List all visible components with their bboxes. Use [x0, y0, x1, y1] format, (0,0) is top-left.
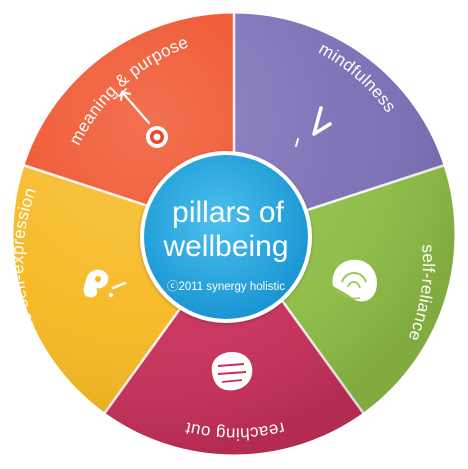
copyright-text: ⓒ2011 synergy holistic [167, 280, 285, 293]
handshake-icon [211, 352, 253, 391]
nautilus-shell-icon [332, 259, 378, 302]
stopwatch-hands-icon [295, 106, 332, 147]
center-title-line2: wellbeing [162, 230, 288, 263]
speech-swirl-icon [83, 269, 127, 298]
arrow-target-icon [118, 88, 168, 148]
center-title-line1: pillars of [172, 196, 284, 229]
center-disc [144, 155, 308, 319]
wheel-outline [10, 10, 458, 458]
